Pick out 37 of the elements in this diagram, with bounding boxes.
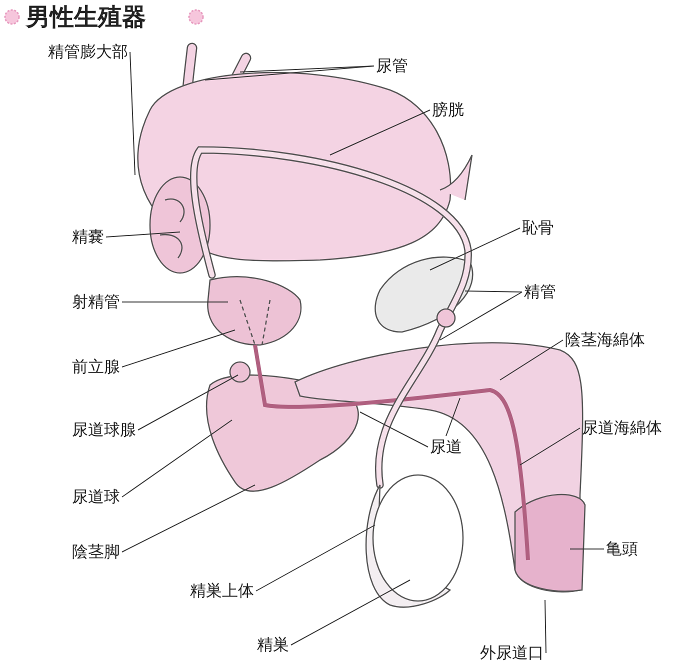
leader-line [520,428,580,466]
part-label: 外尿道口 [480,643,544,662]
part-label: 尿管 [376,56,408,76]
part-label: 精嚢 [72,227,104,247]
leader-line [138,374,238,430]
leader-line [290,580,410,646]
leader-line [570,548,604,550]
part-label: 恥骨 [522,218,554,238]
part-label: 精巣上体 [190,581,254,601]
leader-line [240,66,374,72]
part-label: 尿道球 [72,487,120,507]
part-label: 射精管 [72,292,120,312]
leader-line [330,110,430,156]
leader-line [122,330,236,368]
part-label: 陰茎海綿体 [565,330,645,350]
leader-line [122,420,232,498]
title: 男性生殖器 [26,2,146,32]
leader-line [500,340,564,380]
leader-line [106,232,180,238]
part-label: 前立腺 [72,357,120,377]
part-label: 精巣 [257,635,289,655]
part-label: 亀頭 [606,539,638,559]
leader-line [446,398,460,436]
leader-line [464,290,522,292]
part-label: 精管 [524,282,556,302]
leader-line [544,600,546,654]
leader-line [122,484,256,552]
part-label: 尿道 [430,437,462,457]
part-label: 陰茎脚 [72,542,120,562]
part-label: 膀胱 [432,100,464,120]
leader-line [430,228,520,270]
leader-line [130,52,136,176]
leader-line [440,292,522,340]
part-label: 尿道球腺 [72,420,136,440]
leader-line [256,524,376,592]
part-label: 精管膨大部 [48,42,128,62]
leader-line [360,412,428,448]
